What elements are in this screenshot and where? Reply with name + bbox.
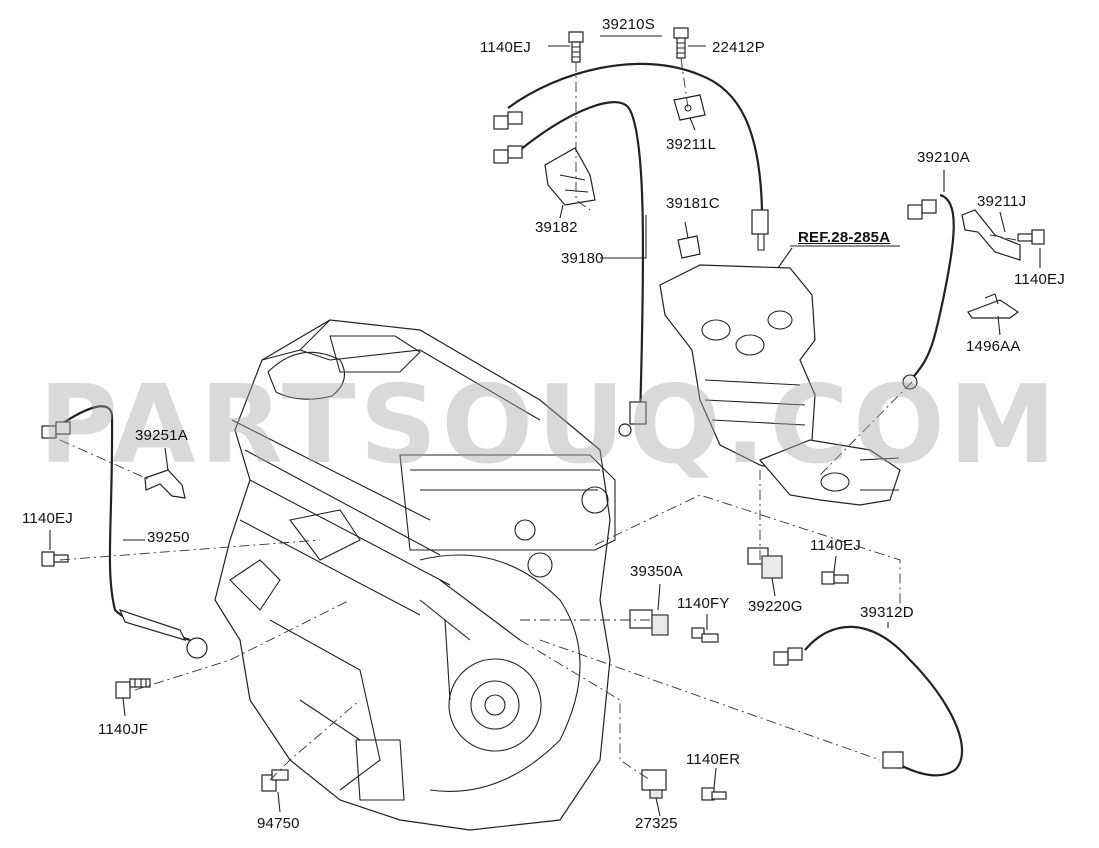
bolt-1140EJ-right[interactable] [1017, 229, 1045, 245]
callout-39251A[interactable]: 39251A [135, 427, 188, 444]
harness-39312D[interactable] [773, 625, 964, 777]
callout-22412P[interactable]: 22412P [712, 39, 765, 56]
clip-1496AA[interactable] [967, 293, 1020, 319]
callout-1140EJ-left[interactable]: 1140EJ [22, 510, 73, 527]
bolt-1140FY[interactable] [691, 627, 719, 643]
callout-39350A[interactable]: 39350A [630, 563, 683, 580]
sensor-27325[interactable] [641, 769, 667, 799]
bolt-1140EJ-top[interactable] [568, 31, 584, 63]
bracket-39211L[interactable] [673, 94, 706, 121]
bolt-1140ER[interactable] [701, 787, 727, 801]
bolt-1140JF[interactable] [115, 678, 151, 699]
callout-39181C[interactable]: 39181C [666, 195, 720, 212]
assembly-lines [59, 57, 1017, 781]
callout-1140EJ-mid[interactable]: 1140EJ [810, 537, 861, 554]
callout-1496AA[interactable]: 1496AA [966, 338, 1021, 355]
sensor-39220G[interactable] [747, 547, 783, 579]
callout-94750[interactable]: 94750 [257, 815, 300, 832]
bracket-39251A[interactable] [144, 469, 186, 499]
callout-39182[interactable]: 39182 [535, 219, 578, 236]
callout-39180[interactable]: 39180 [561, 250, 604, 267]
callout-39312D[interactable]: 39312D [860, 604, 914, 621]
bracket-39182[interactable] [544, 147, 596, 206]
callout-1140EJ-top[interactable]: 1140EJ [480, 39, 531, 56]
leader-lines [49, 35, 1041, 817]
sensor-39350A[interactable] [629, 609, 669, 636]
callout-1140FY[interactable]: 1140FY [677, 595, 730, 612]
oxygen-sensor-harness-39180[interactable] [493, 101, 647, 437]
callout-1140ER[interactable]: 1140ER [686, 751, 741, 768]
callout-27325[interactable]: 27325 [635, 815, 678, 832]
callout-39211L[interactable]: 39211L [666, 136, 717, 153]
callout-39220G[interactable]: 39220G [748, 598, 803, 615]
bolt-22412P[interactable] [673, 27, 689, 59]
catalytic-converter[interactable] [659, 264, 901, 506]
callout-ref-28-285A[interactable]: REF.28-285A [798, 229, 891, 246]
callout-39210A[interactable]: 39210A [917, 149, 970, 166]
callout-39250[interactable]: 39250 [147, 529, 190, 546]
oxygen-sensor-harness-39210S[interactable] [493, 62, 769, 251]
callout-1140JF[interactable]: 1140JF [98, 721, 149, 738]
callout-1140EJ-right[interactable]: 1140EJ [1014, 271, 1065, 288]
engine-block[interactable] [214, 319, 616, 831]
sensor-94750[interactable] [261, 769, 289, 792]
callout-39210S[interactable]: 39210S [602, 16, 655, 33]
callout-39211J[interactable]: 39211J [977, 193, 1027, 210]
bolt-1140EJ-mid[interactable] [821, 571, 849, 585]
oxygen-sensor-harness-39210A[interactable] [902, 193, 955, 390]
bracket-39181C[interactable] [677, 235, 701, 259]
bolt-1140EJ-left[interactable] [41, 551, 69, 567]
knock-sensor-harness-39250[interactable] [41, 405, 208, 659]
